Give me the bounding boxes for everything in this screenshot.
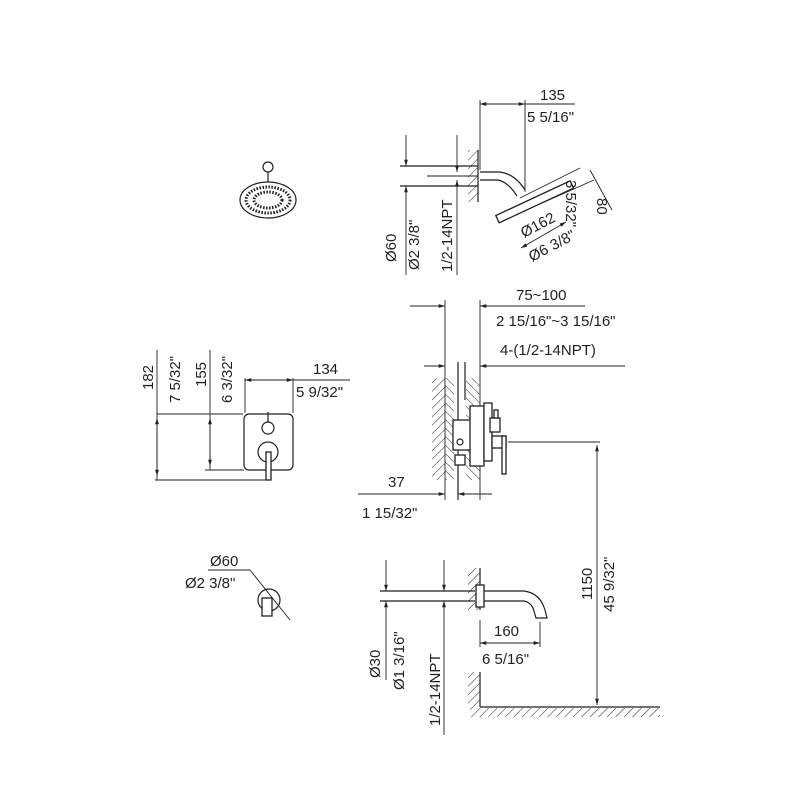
plate-height-mm: 155 — [193, 362, 210, 387]
trim-plate-front-view: 134 5 9/32" 182 7 5/32" 155 6 3/32" — [140, 350, 350, 481]
overall-height-in: 7 5/32" — [167, 356, 184, 403]
spout-flange-dia-in: Ø1 3/16" — [391, 631, 408, 690]
plate-width-mm: 134 — [313, 361, 338, 378]
shower-head-icon — [239, 161, 297, 219]
shower-thread: 1/2-14NPT — [439, 199, 456, 272]
handle-view: Ø60 Ø2 3/8" — [185, 553, 291, 621]
min-depth-mm: 37 — [388, 474, 405, 491]
valve-connections: 4-(1/2-14NPT) — [500, 342, 596, 359]
shower-head-side-view: 135 5 5/16" Ø60 Ø2 3/8" 1/2-14NPT Ø162 Ø… — [383, 87, 613, 275]
wall-depth-mm: 75~100 — [516, 287, 566, 304]
flange-dia-mm: Ø60 — [383, 234, 400, 262]
plate-width-in: 5 9/32" — [296, 384, 343, 401]
spout-length-mm: 160 — [494, 623, 519, 640]
wall-depth-in: 2 15/16"~3 15/16" — [496, 313, 616, 330]
plate-height-in: 6 3/32" — [219, 356, 236, 403]
handle-dia-mm: Ø60 — [210, 553, 238, 570]
spout-side-view: 160 6 5/16" Ø30 Ø1 3/16" 1/2-14NPT — [367, 560, 660, 735]
arm-length-in: 5 5/16" — [527, 109, 574, 126]
overall-height-mm: 182 — [140, 365, 157, 390]
arm-length-mm: 135 — [540, 87, 565, 104]
min-depth-in: 1 15/32" — [362, 505, 417, 522]
spout-thread: 1/2-14NPT — [427, 653, 444, 726]
valve-side-view: 75~100 2 15/16"~3 15/16" 4-(1/2-14NPT) 1… — [358, 287, 625, 705]
flange-dia-in: Ø2 3/8" — [406, 220, 423, 270]
valve-height-in: 45 9/32" — [601, 557, 618, 612]
head-height-in: 3 5/32" — [562, 180, 579, 227]
spout-flange-dia-mm: Ø30 — [367, 650, 384, 678]
valve-height-mm: 1150 — [579, 568, 596, 600]
spout-length-in: 6 5/16" — [482, 651, 529, 668]
head-height-mm: 80 — [593, 198, 610, 215]
handle-dia-in: Ø2 3/8" — [185, 575, 235, 592]
